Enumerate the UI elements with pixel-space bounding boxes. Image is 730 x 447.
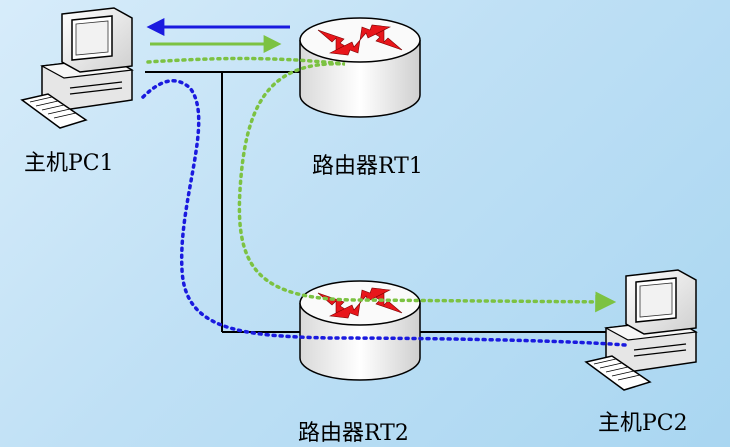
pc1-label: 主机PC1	[24, 151, 114, 176]
router-rt2-icon	[299, 280, 421, 381]
blue-dotted-path	[138, 79, 627, 347]
pc2-computer-icon	[585, 269, 697, 391]
rt1-label: 路由器RT1	[312, 154, 423, 179]
green-dotted-path	[146, 56, 617, 313]
pc1-computer-icon	[21, 7, 133, 129]
rt2-label: 路由器RT2	[298, 421, 409, 446]
router-rt1-icon	[299, 17, 421, 118]
pc2-label: 主机PC2	[598, 411, 688, 436]
